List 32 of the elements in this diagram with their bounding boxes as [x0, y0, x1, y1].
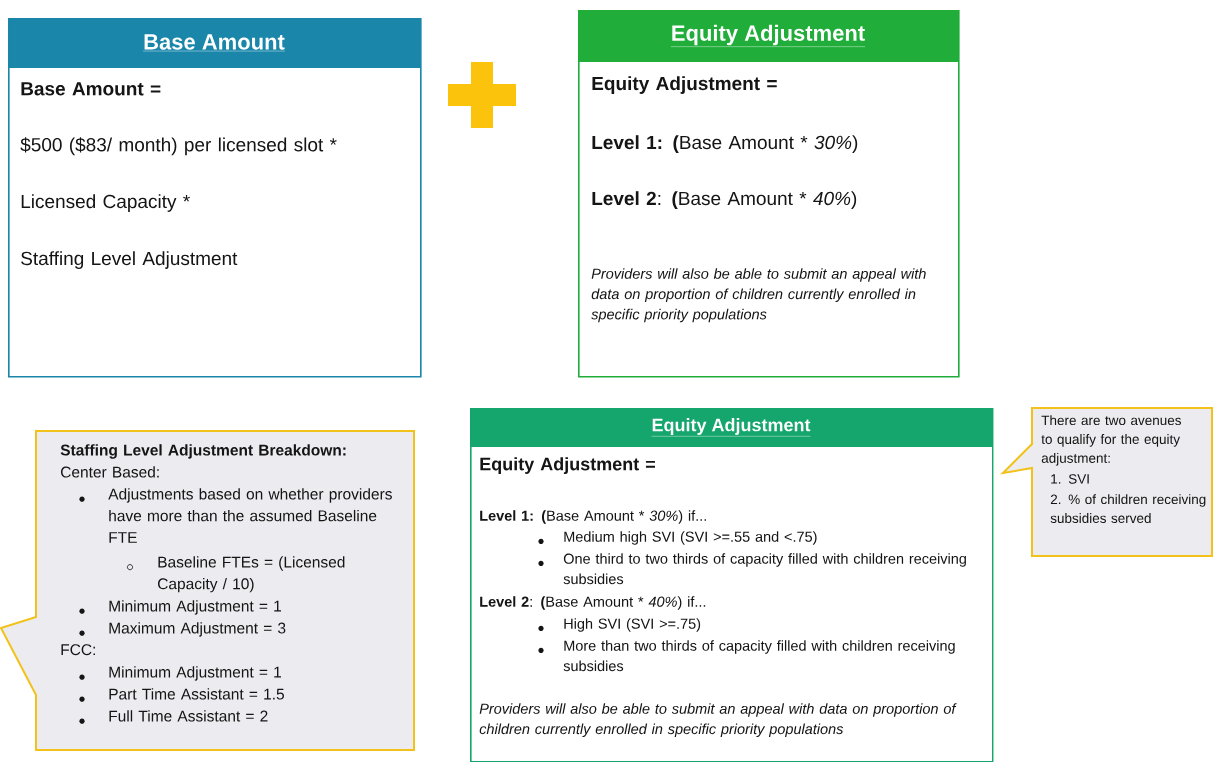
body-text: $500 ($83/ month) per licensed slot *	[20, 137, 337, 156]
body-text: Center Based:	[61, 466, 159, 478]
body-text: 2. % of children receiving subsidies served	[1050, 494, 1206, 523]
body-text: Level 1: (Base Amount *30%)	[592, 135, 858, 153]
bullet-text: Medium high SVI (SVI >=.55 and <.75)	[564, 531, 817, 545]
bullet-text: One third to two thirds of capacity filled with children receiving subsidies	[563, 553, 966, 585]
body-text: 1. SVI	[1051, 474, 1089, 484]
bullet-text: Minimum Adjustment = 1	[109, 600, 281, 615]
header-bar: Equity Adjustment	[470, 408, 992, 447]
header-bar: Base Amount	[8, 18, 420, 68]
header-bar: Equity Adjustment	[578, 10, 958, 62]
heading-text: Equity Adjustment =	[592, 76, 777, 94]
bullet-text: High SVI (SVI >=.75)	[564, 618, 701, 632]
heading-text: Equity Adjustment =	[480, 457, 655, 474]
bullet-text: Maximum Adjustment = 3	[109, 622, 286, 637]
body-text: Licensed Capacity *	[21, 194, 190, 212]
body-text: Staffing Level Adjustment	[21, 251, 238, 269]
bullet-text: Part Time Assistant = 1.5	[109, 688, 284, 700]
bullet-text: Minimum Adjustment = 1	[109, 666, 281, 681]
heading-text: Base Amount =	[21, 82, 161, 96]
body-text: Level 2: (Base Amount *40%) if...	[480, 596, 706, 610]
body-text: There are two avenues to qualify for the equity adjustment:	[1041, 415, 1181, 466]
note-text: Providers will also be able to submit an appeal with data on proportion of children currently enrolled in specific priority populations	[591, 268, 926, 323]
heading-text: Staffing Level Adjustment Breakdown:	[60, 444, 346, 459]
bullet-text: Adjustments based on whether providers have more than the assumed Baseline FTE	[108, 488, 392, 543]
bullet-text: More than two thirds of capacity filled with children receiving subsidies	[563, 640, 955, 672]
body-text: FCC:	[61, 644, 95, 656]
bullet-text: Full Time Assistant = 2	[109, 710, 268, 722]
note-text: Providers will also be able to submit an appeal with data on proportion of children currently enrolled in specific priority populations	[479, 703, 957, 737]
body-text: Level 1: (Base Amount *30%) if...	[480, 510, 706, 524]
body-text: Level 2: (Base Amount *40%)	[592, 191, 857, 209]
bullet-text: Baseline FTEs = (Licensed Capacity / 10)	[158, 556, 345, 593]
